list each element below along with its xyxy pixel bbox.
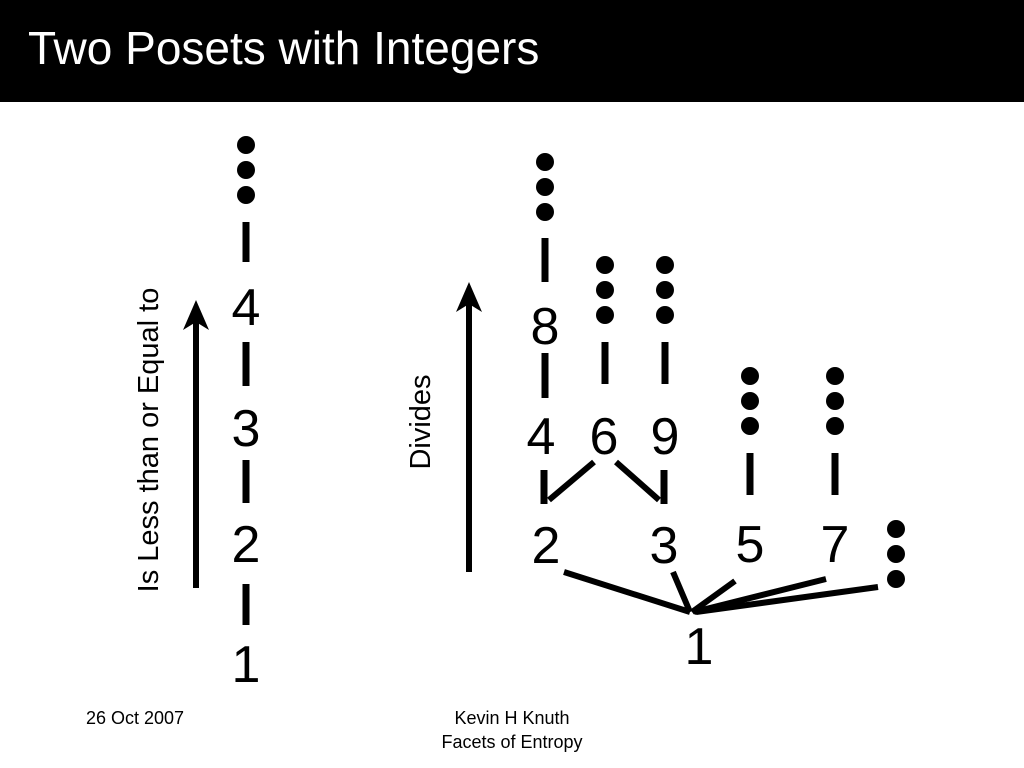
right-axis-label: Divides [405, 374, 437, 469]
right-node-4: 4 [527, 408, 556, 466]
ellipsis-above-8-icon [536, 153, 554, 221]
left-node-3: 3 [232, 400, 261, 458]
left-node-4: 4 [232, 279, 261, 337]
right-node-7: 7 [821, 516, 850, 574]
ellipsis-above-6-icon [596, 256, 614, 324]
left-up-arrow [183, 300, 209, 588]
footer-author: Kevin H Knuth [454, 708, 570, 728]
left-axis-label: Is Less than or Equal to [133, 288, 165, 593]
right-poset: Divides [405, 153, 905, 676]
left-node-2: 2 [232, 516, 261, 574]
right-node-2: 2 [532, 517, 561, 575]
edge-2-6 [547, 459, 596, 503]
title-bar: Two Posets with Integers [0, 0, 1024, 102]
ellipsis-other-primes-icon [887, 520, 905, 588]
right-node-6: 6 [590, 408, 619, 466]
edge-1-2 [563, 569, 691, 615]
right-node-3: 3 [650, 517, 679, 575]
left-node-1: 1 [232, 636, 261, 694]
right-node-8: 8 [531, 298, 560, 356]
ellipsis-above-9-icon [656, 256, 674, 324]
right-node-5: 5 [736, 516, 765, 574]
edge-1-other [695, 584, 879, 615]
right-up-arrow [456, 282, 482, 572]
right-node-1: 1 [685, 618, 714, 676]
footer-date: 26 Oct 2007 [86, 708, 185, 728]
slide-title: Two Posets with Integers [28, 22, 540, 74]
edge-1-5 [690, 578, 737, 615]
left-ellipsis-icon [237, 136, 255, 204]
right-node-9: 9 [651, 408, 680, 466]
left-poset: Is Less than or Equal to 4 3 2 1 [133, 136, 260, 694]
footer-talk-title: Facets of Entropy [441, 732, 583, 752]
edge-3-6 [614, 459, 661, 503]
ellipsis-above-5-icon [741, 367, 759, 435]
footer-credits: Kevin H Knuth Facets of Entropy [412, 706, 612, 754]
edge-1-3 [670, 570, 693, 614]
ellipsis-above-7-icon [826, 367, 844, 435]
